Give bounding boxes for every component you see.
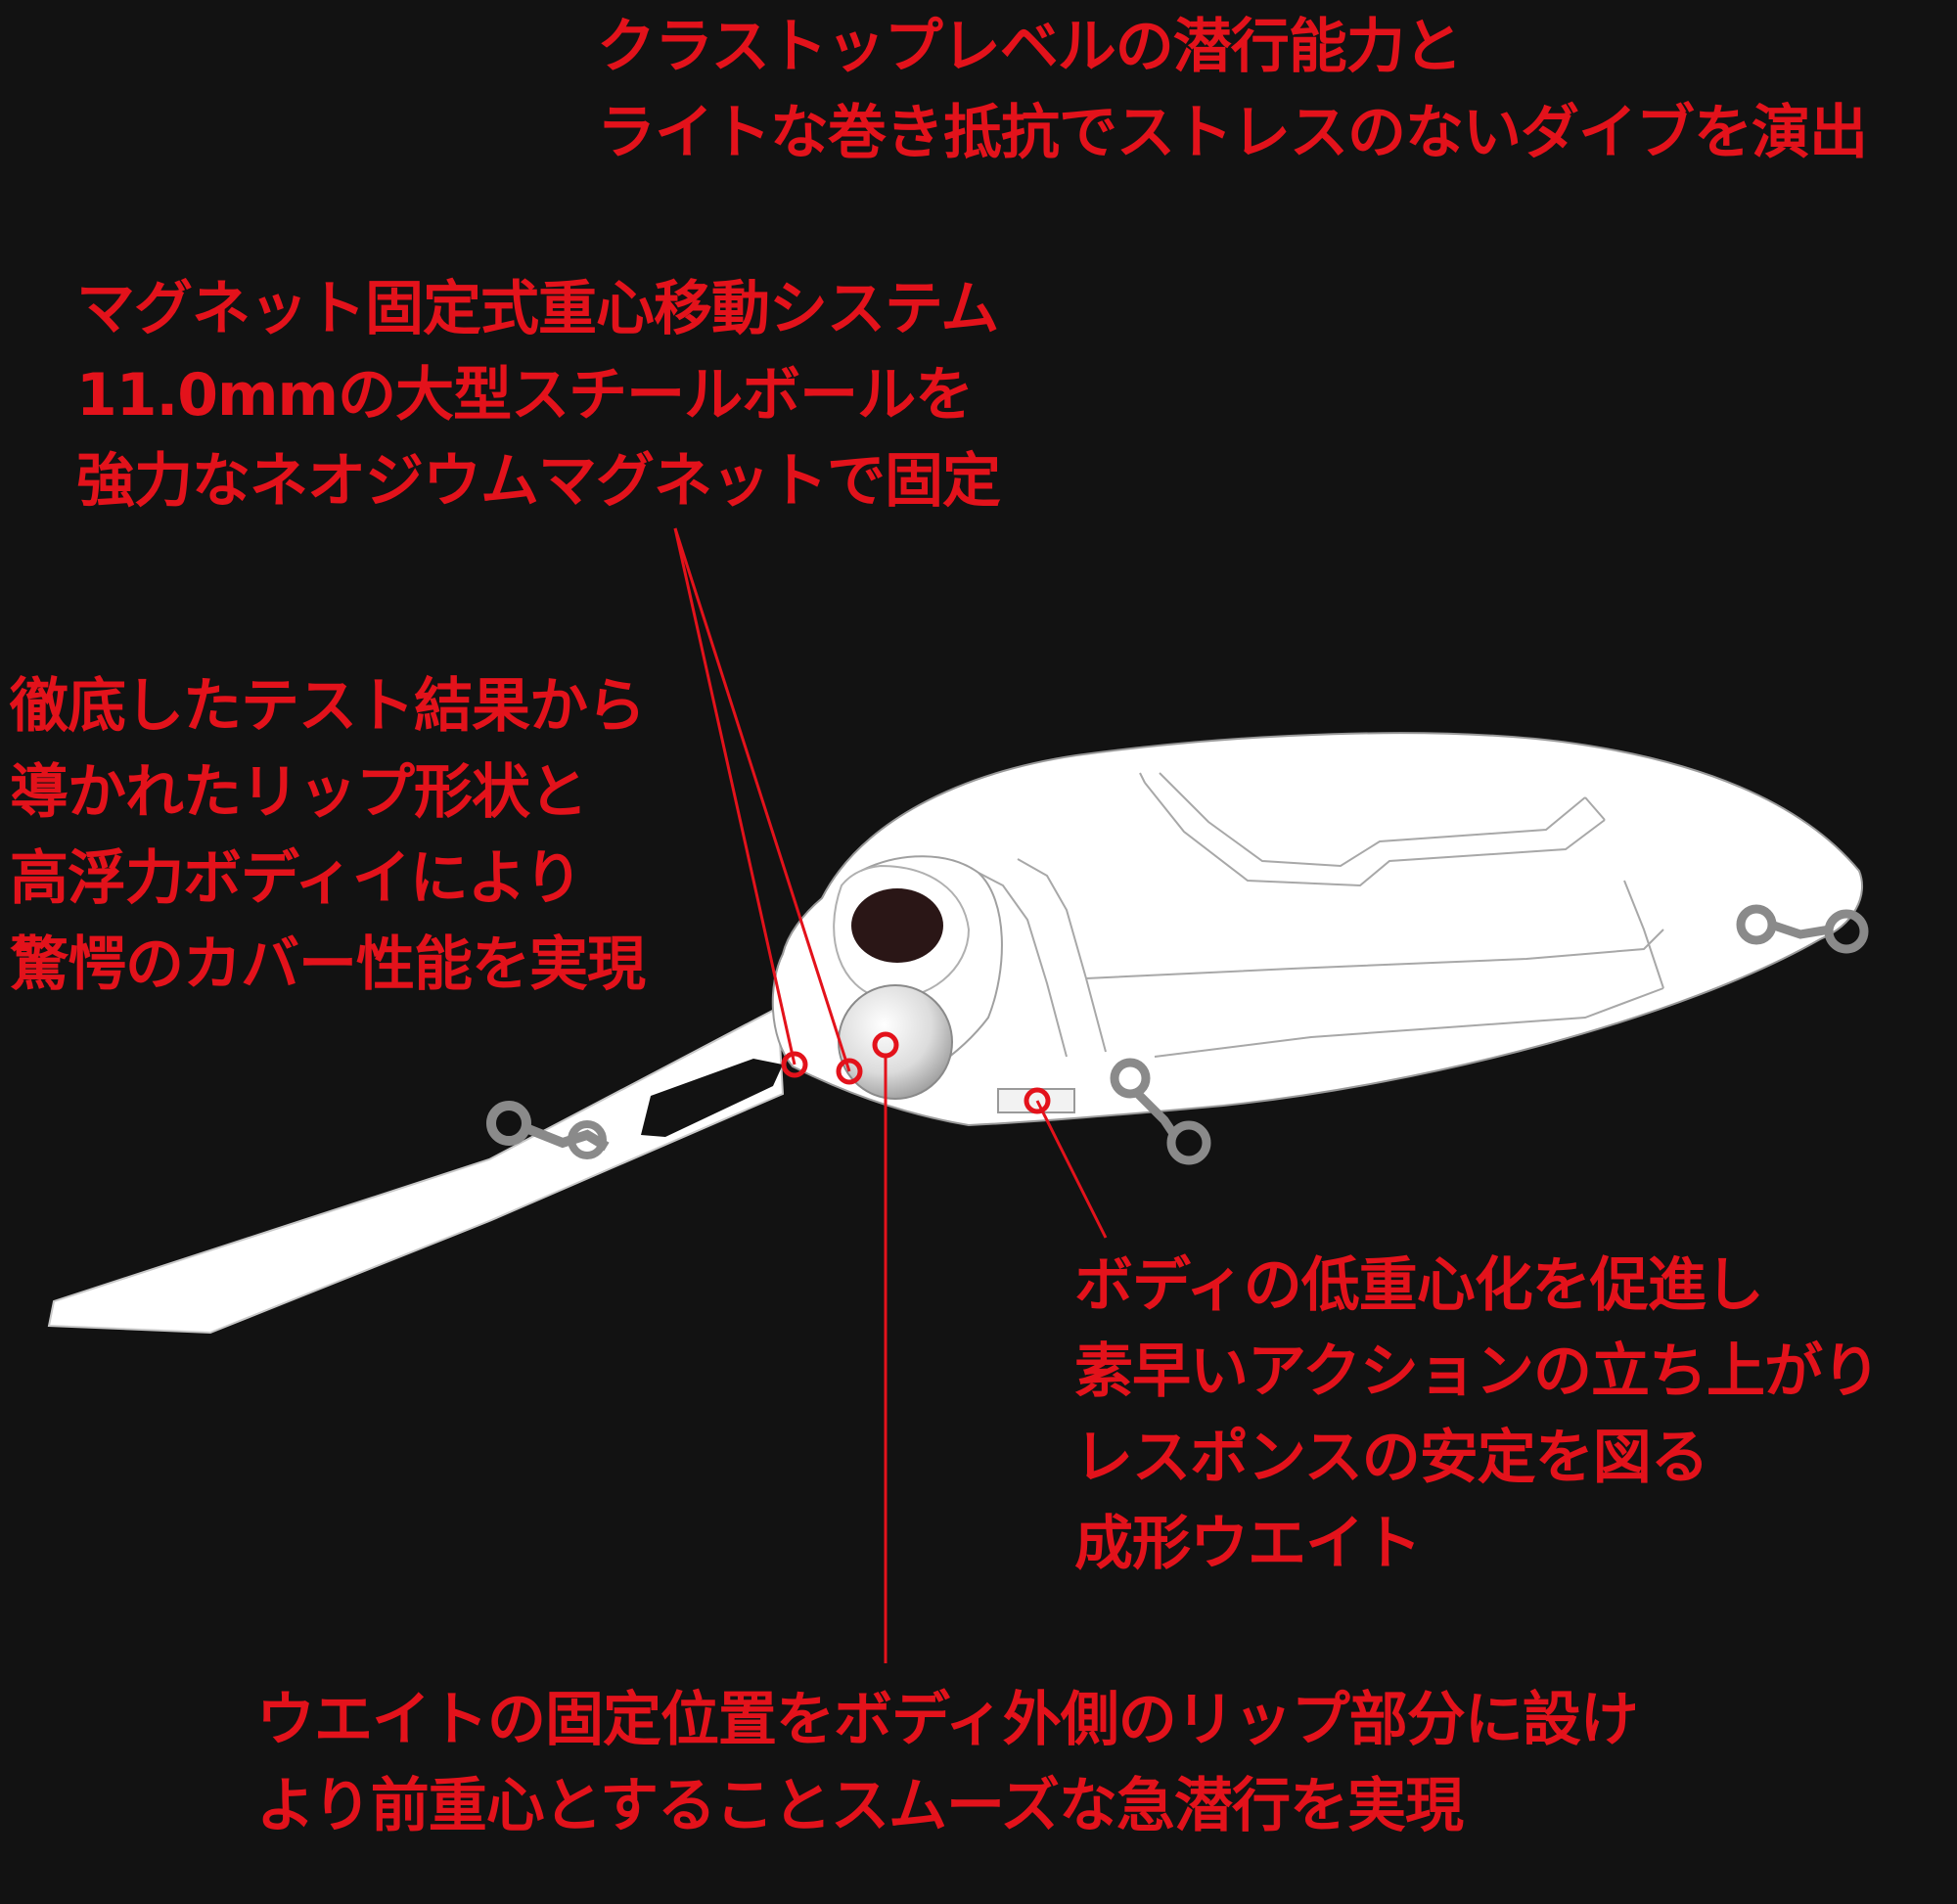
callout-lip-shape: 徹底したテスト結果から 導かれたリップ形状と 高浮力ボディイにより 驚愕のカバー… <box>10 663 646 1008</box>
callout-forward-weight: ウエイトの固定位置をボディ外側のリップ部分に設け より前重心とすることスムーズな… <box>256 1677 1639 1849</box>
callout-line: 強力なネオジウムマグネットで固定 <box>76 447 1001 516</box>
callout-line: 高浮力ボディイにより <box>10 844 583 913</box>
molded-weight <box>997 1088 1075 1113</box>
callout-line: ウエイトの固定位置をボディ外側のリップ部分に設け <box>256 1686 1639 1754</box>
callout-line: 導かれたリップ形状と <box>10 758 588 827</box>
callout-line: 徹底したテスト結果から <box>10 672 646 741</box>
callout-line: ボディの低重心化を促進し <box>1074 1251 1764 1320</box>
marker-lip <box>781 1051 808 1078</box>
line-tie-eyelet <box>486 1101 610 1159</box>
marker-ball <box>872 1031 899 1059</box>
callout-line: 驚愕のカバー性能を実現 <box>10 930 646 999</box>
marker-weight <box>1024 1087 1051 1114</box>
callout-molded-weight: ボディの低重心化を促進し 素早いアクションの立ち上がり レスポンスの安定を図る … <box>1074 1243 1881 1587</box>
callout-line: クラストップレベルの潜行能力と <box>597 13 1463 81</box>
callout-line: レスポンスの安定を図る <box>1074 1424 1709 1492</box>
callout-line: より前重心とすることスムーズな急潜行を実現 <box>256 1772 1464 1840</box>
callout-line: マグネット固定式重心移動システム <box>76 275 999 343</box>
tail-hook-hanger <box>1736 904 1869 954</box>
head-outline <box>833 864 971 1000</box>
callout-magnet-system: マグネット固定式重心移動システム 11.0mmの大型スチールボールを 強力なネオ… <box>76 266 1001 524</box>
callout-diving-performance: クラストップレベルの潜行能力と ライトな巻き抵抗でストレスのないダイブを演出 <box>597 4 1868 176</box>
callout-line: 成形ウエイト <box>1074 1510 1422 1578</box>
lip-slot <box>641 1059 783 1137</box>
belly-hook-hanger <box>1110 1058 1211 1165</box>
callout-line: 素早いアクションの立ち上がり <box>1074 1337 1881 1406</box>
callout-markers <box>781 1031 1051 1114</box>
callout-line: ライトな巻き抵抗でストレスのないダイブを演出 <box>597 99 1868 167</box>
diving-lip <box>47 1006 785 1335</box>
body-panel-lines <box>978 772 1664 1058</box>
callout-line: 11.0mmの大型スチールボールを <box>76 361 974 430</box>
lure-eye <box>851 888 943 963</box>
leader-lines <box>673 527 1108 1663</box>
marker-magnet <box>836 1058 863 1085</box>
